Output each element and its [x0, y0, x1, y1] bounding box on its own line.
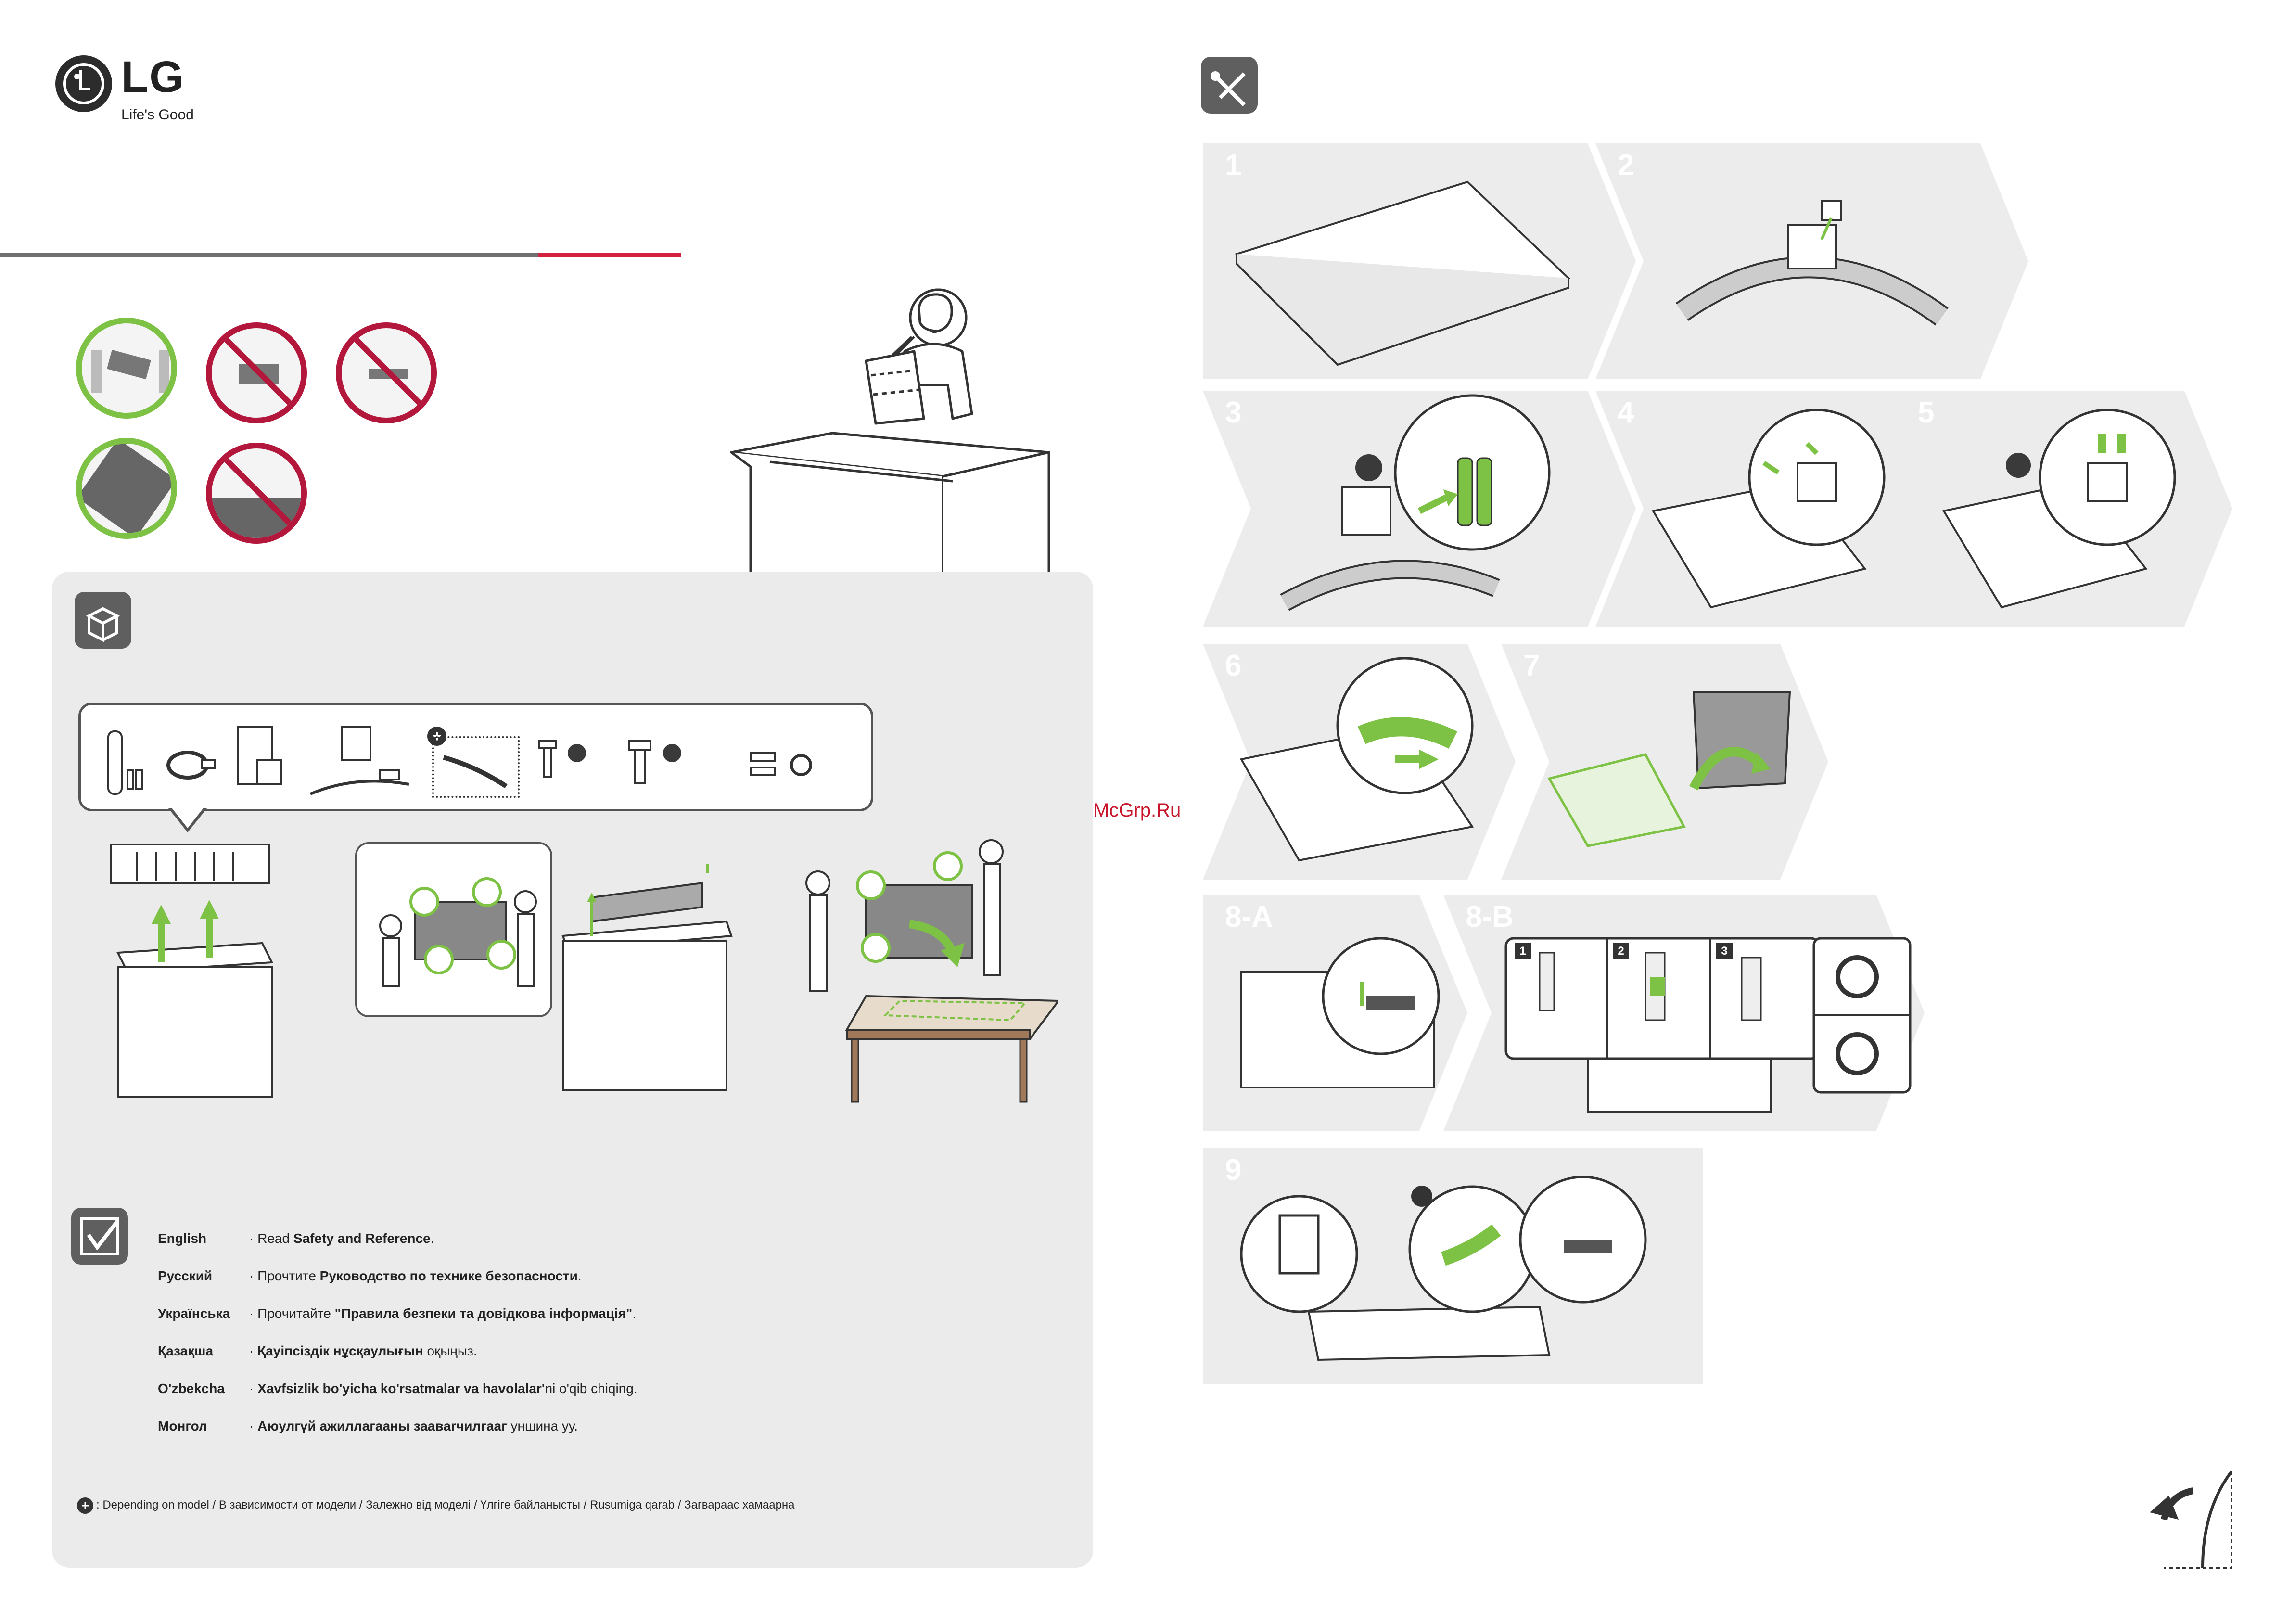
step-8b-label: 8-B	[1466, 900, 1514, 933]
step-2-panel	[1595, 143, 2028, 379]
step-8b-panel	[1443, 895, 1925, 1131]
bolt-icon	[628, 740, 651, 784]
step-1-label: 1	[1225, 149, 1242, 182]
substep-3-label: 3	[1716, 943, 1733, 959]
step-4-label: 4	[1618, 396, 1634, 429]
lang-row-ukrainian: Українська· Прочитайте "Правила безпеки …	[158, 1306, 637, 1321]
step-9-label: 9	[1225, 1153, 1242, 1187]
accessory-tray	[78, 703, 873, 811]
screw-icon	[538, 740, 557, 778]
watermark-text: McGrp.Ru	[1093, 800, 1181, 821]
step-4-panel	[1595, 391, 1956, 627]
bolt-count-badge	[663, 744, 681, 762]
lang-row-mongolian: Монгол· Аюулгүй ажиллагааны заавarчилгаа…	[158, 1419, 578, 1433]
step-3-label: 3	[1225, 396, 1242, 429]
depending-on-model-note: +: Depending on model / В зависимости от…	[77, 1496, 795, 1514]
step-1-panel	[1203, 143, 1636, 379]
lang-row-english: English· Read Safety and Reference.	[158, 1231, 434, 1246]
manual-icon	[237, 726, 282, 785]
screw-count-badge	[568, 744, 586, 762]
box-tv-lift-illustration	[561, 864, 733, 1091]
step-6-panel	[1203, 644, 1516, 880]
lift-detail-bubble	[355, 842, 552, 1017]
step-8a-label: 8-A	[1225, 900, 1273, 933]
cable-holder-icon	[750, 752, 812, 776]
step-6-label: 6	[1225, 649, 1242, 682]
plus-icon: +	[77, 1497, 93, 1514]
step-8a-panel	[1203, 895, 1467, 1131]
brand-tagline: Life's Good	[121, 107, 194, 123]
substep-2-label: 2	[1613, 943, 1629, 959]
substep-1-label: 1	[1515, 943, 1531, 959]
step-9-panel	[1203, 1148, 1703, 1384]
correct-carry-icon	[76, 318, 177, 419]
step-3-panel	[1203, 391, 1636, 627]
remote-icon	[107, 730, 143, 795]
tray-pointer-fill	[172, 808, 204, 828]
step-7-label: 7	[1523, 649, 1540, 682]
wrong-carry-face-icon	[336, 322, 437, 423]
header-rule	[0, 253, 538, 257]
lg-logo-icon	[55, 55, 112, 112]
step-5-label: 5	[1918, 396, 1935, 429]
lang-row-russian: Русский· Прочтите Руководство по технике…	[158, 1268, 582, 1283]
step-7-panel	[1501, 644, 1828, 880]
read-manual-checkmark-icon	[71, 1208, 128, 1265]
box-open-tray-illustration	[110, 844, 274, 1098]
wrong-grip-icon	[206, 443, 307, 544]
brand-name: LG	[121, 52, 185, 102]
lang-row-uzbek: O'zbekcha· Xavfsizlik bo'yicha ko'rsatma…	[158, 1381, 638, 1396]
wrong-carry-flat-icon	[206, 322, 307, 423]
box-contents-icon	[75, 592, 131, 649]
lang-row-kazakh: Қазақша· Қауіпсіздік нұсқаулығын оқыңыз.	[158, 1343, 477, 1358]
turn-page-icon[interactable]	[2150, 1467, 2236, 1573]
optional-item-box	[432, 736, 520, 798]
correct-grip-icon	[76, 438, 177, 539]
place-on-table-illustration	[805, 839, 1058, 1103]
step-5-panel	[1896, 391, 2232, 627]
header-rule-accent	[538, 253, 681, 257]
tools-icon	[1201, 57, 1258, 114]
cable-icon	[166, 751, 216, 780]
step-2-label: 2	[1618, 149, 1634, 182]
stand-icon	[309, 726, 409, 795]
